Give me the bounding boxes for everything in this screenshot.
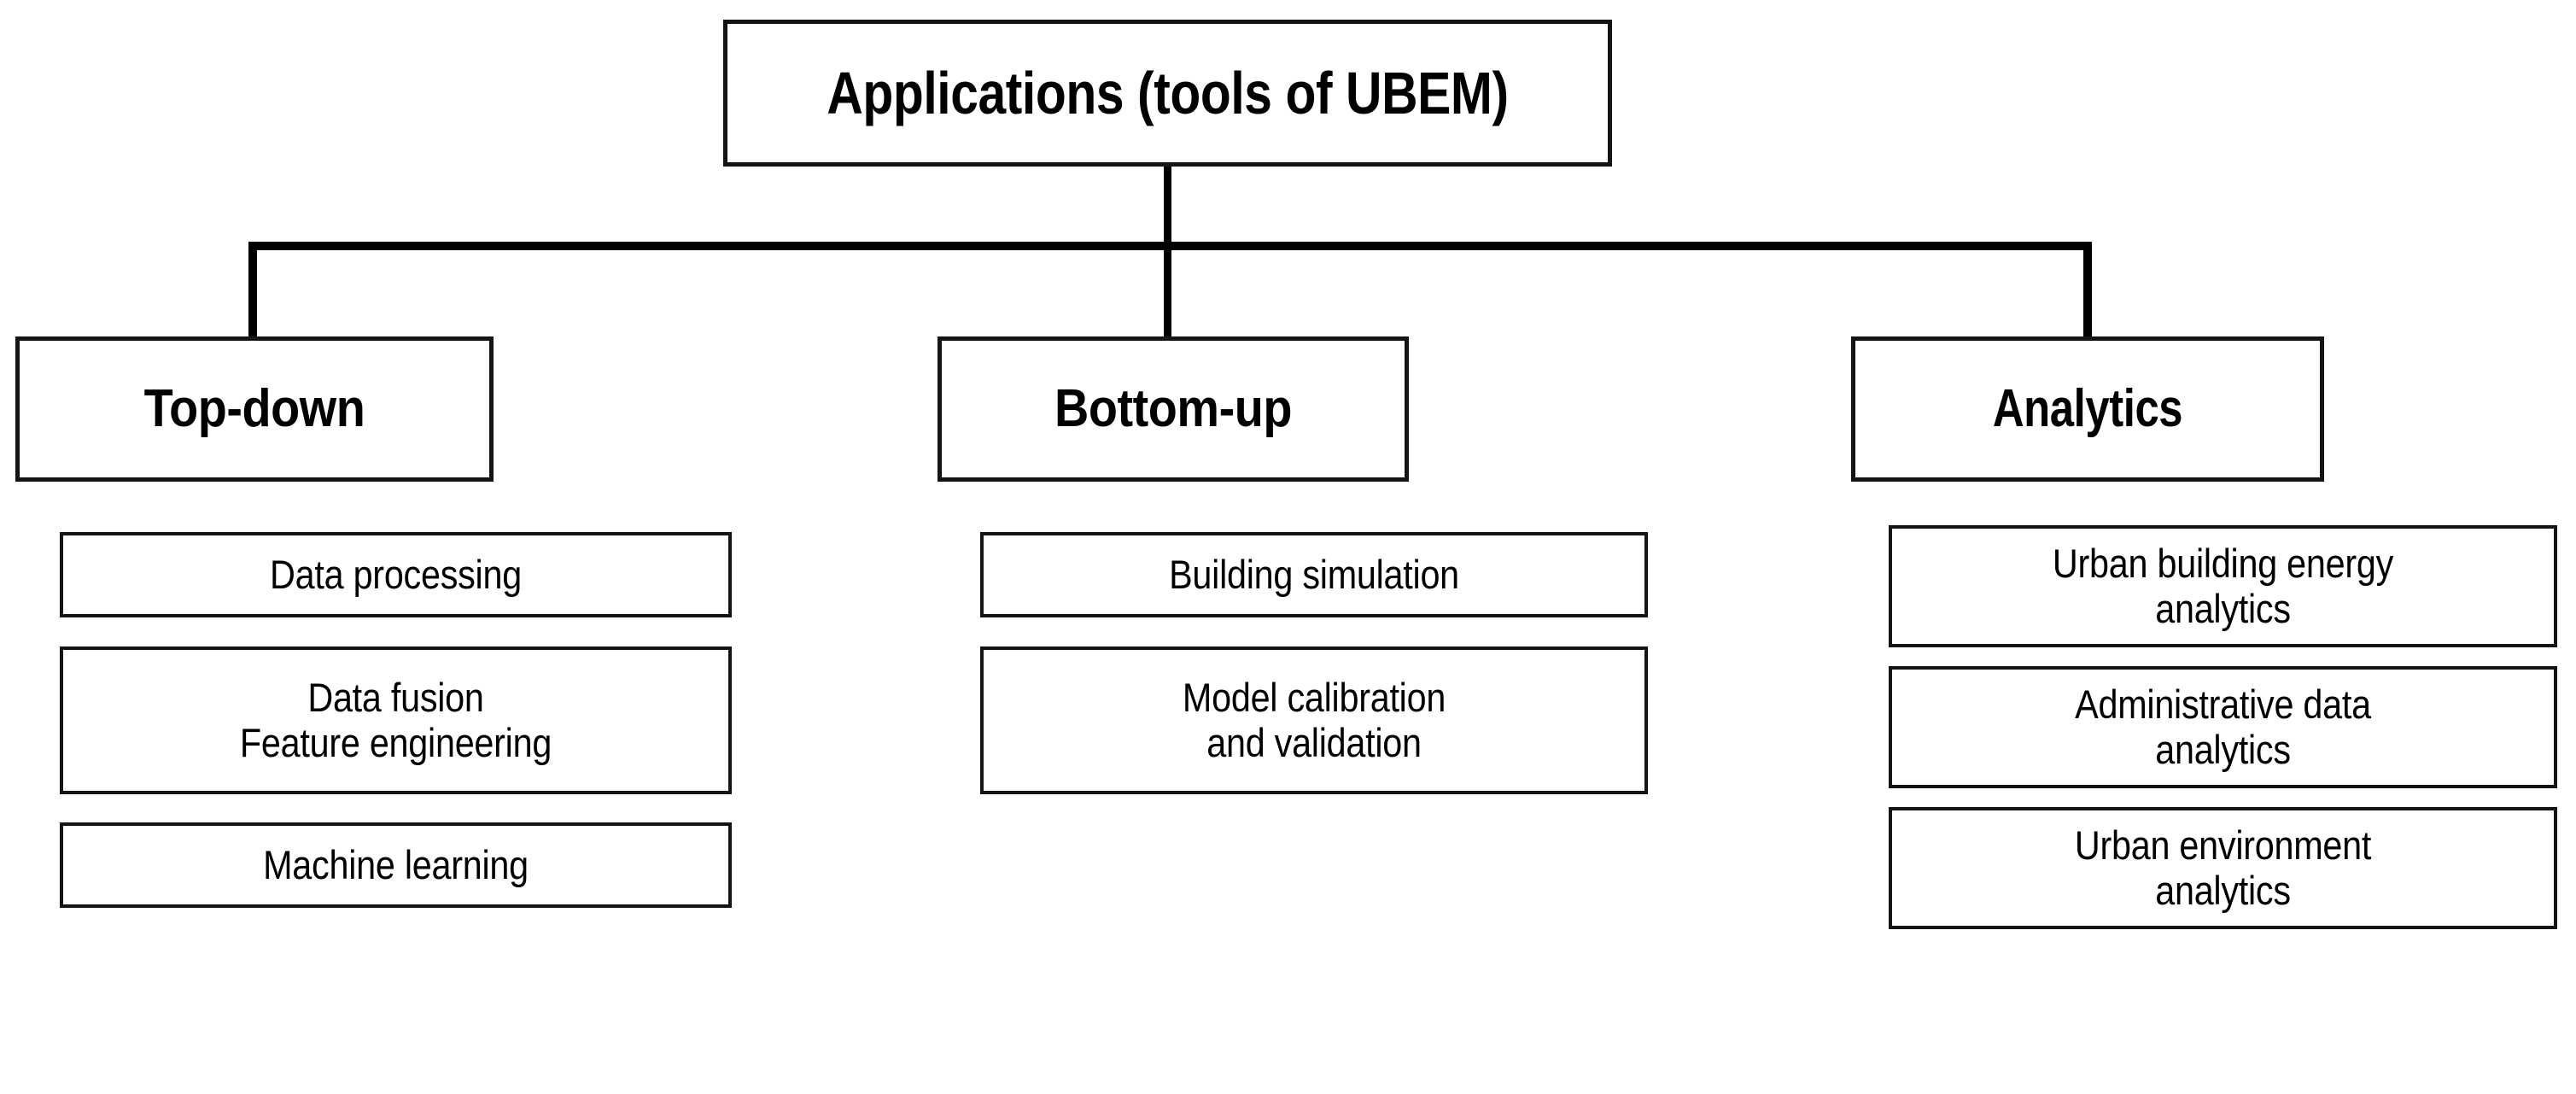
leaf-building-simulation: Building simulation [980, 532, 1648, 617]
connector-stub-analytics [2083, 242, 2092, 338]
leaf-urban-building-energy-analytics-label: Urban building energy analytics [2052, 540, 2394, 631]
leaf-building-simulation-label: Building simulation [1169, 551, 1459, 597]
leaf-urban-building-energy-analytics: Urban building energy analytics [1889, 525, 2557, 647]
node-applications-root: Applications (tools of UBEM) [723, 20, 1612, 167]
node-top-down-label: Top-down [143, 379, 365, 439]
node-analytics-label: Analytics [1992, 379, 2183, 439]
connector-stub-top-down [248, 242, 257, 338]
leaf-data-fusion-feature-engineering: Data fusion Feature engineering [60, 646, 732, 794]
leaf-machine-learning: Machine learning [60, 822, 732, 908]
node-top-down: Top-down [15, 336, 494, 482]
leaf-administrative-data-analytics: Administrative data analytics [1889, 666, 2557, 788]
leaf-model-calibration-and-validation-label: Model calibration and validation [1182, 674, 1446, 765]
leaf-data-fusion-feature-engineering-label: Data fusion Feature engineering [239, 674, 552, 765]
node-analytics: Analytics [1851, 336, 2324, 482]
connector-horizontal-bus [252, 242, 2092, 250]
node-bottom-up-label: Bottom-up [1054, 379, 1292, 439]
node-bottom-up: Bottom-up [938, 336, 1409, 482]
leaf-model-calibration-and-validation: Model calibration and validation [980, 646, 1648, 794]
leaf-administrative-data-analytics-label: Administrative data analytics [2075, 681, 2371, 772]
leaf-urban-environment-analytics-label: Urban environment analytics [2074, 822, 2372, 913]
node-applications-root-label: Applications (tools of UBEM) [827, 59, 1509, 126]
leaf-urban-environment-analytics: Urban environment analytics [1889, 807, 2557, 929]
leaf-machine-learning-label: Machine learning [263, 841, 529, 887]
leaf-data-processing-label: Data processing [270, 551, 522, 597]
leaf-data-processing: Data processing [60, 532, 732, 617]
